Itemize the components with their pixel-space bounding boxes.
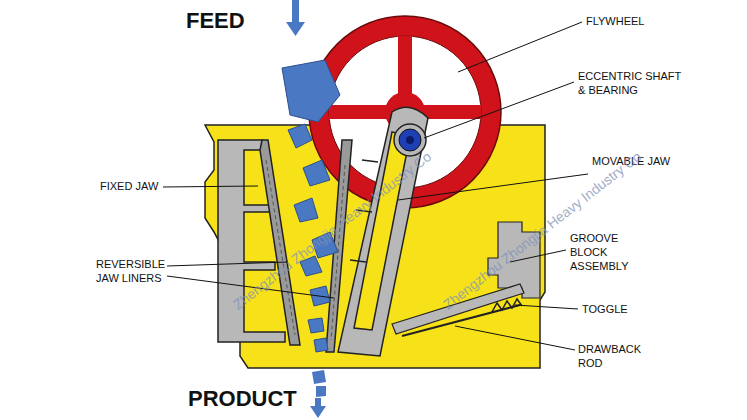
part-label: FLYWHEEL <box>586 15 696 29</box>
part-label: FIXED JAW <box>100 180 162 194</box>
part-label: ECCENTRIC SHAFT & BEARING <box>578 70 688 98</box>
part-label: GROOVE BLOCK ASSEMBLY <box>570 232 652 273</box>
part-label: TOGGLE <box>582 303 662 317</box>
product-stream <box>310 370 326 418</box>
eccentric-shaft <box>399 129 421 151</box>
feed-arrow <box>286 0 305 36</box>
watermark: Zhengzhou Zhongjia Heavy Industry Co <box>440 148 645 314</box>
product-label: PRODUCT <box>188 388 297 410</box>
part-label: REVERSIBLE JAW LINERS <box>96 258 166 286</box>
feed-label: FEED <box>186 10 245 32</box>
rocks <box>282 60 340 352</box>
leader-lines <box>163 22 588 350</box>
part-label: DRAWBACK ROD <box>578 343 658 371</box>
fixed-jaw <box>218 140 300 345</box>
watermark: Zhengzhou Zhongjia Heavy Industry Co <box>230 148 435 314</box>
